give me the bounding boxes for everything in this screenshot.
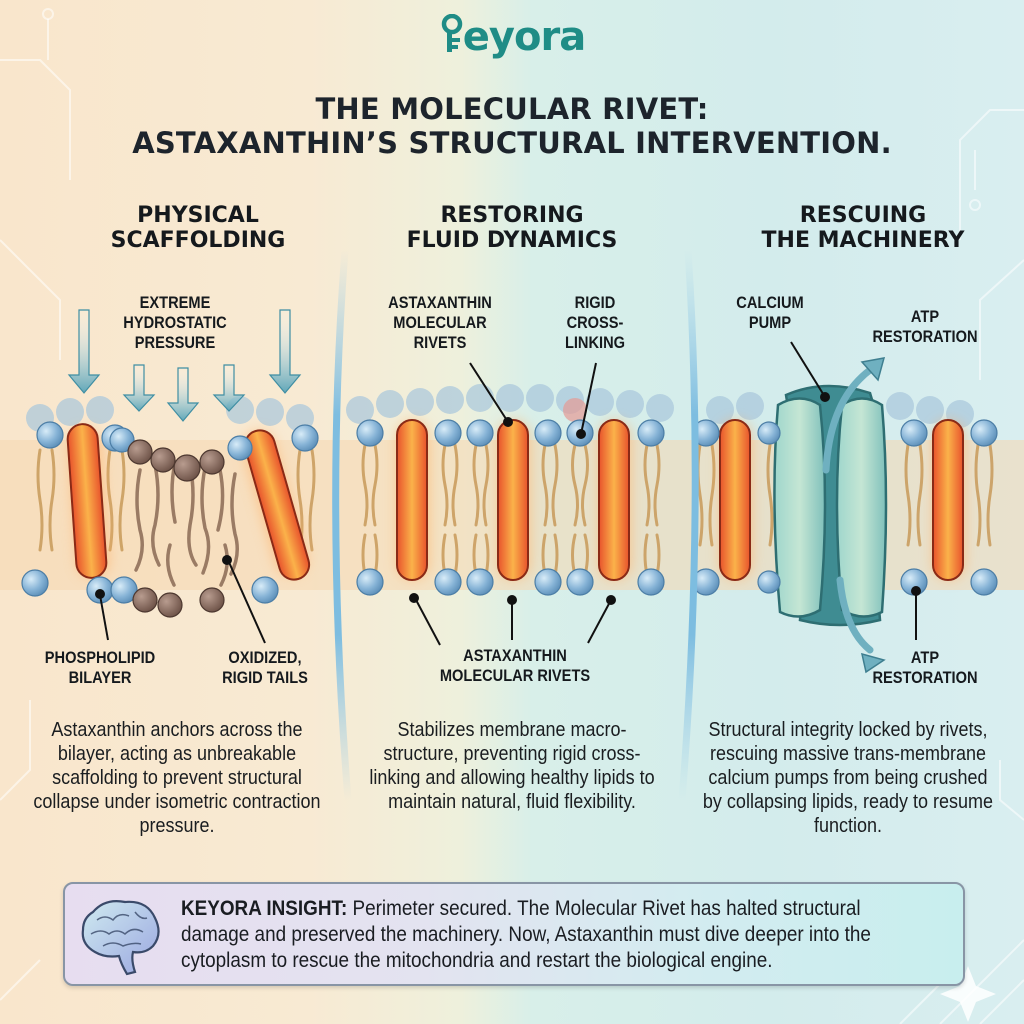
insight-box: KEYORA INSIGHT: Perimeter secured. The M…: [63, 882, 965, 986]
leader-lines: [95, 341, 921, 646]
divider-right: [678, 249, 699, 801]
oxidized-heads: [127, 439, 225, 618]
label-rigid-cross-linking: RIGID CROSS- LINKING: [564, 293, 626, 352]
cross-link-spot: [563, 398, 587, 422]
brain-icon: [81, 900, 160, 976]
divider-left: [332, 249, 352, 801]
insight-body: Perimeter secured. The Molecular Rivet h…: [181, 897, 871, 972]
label-molecular-rivets-top: ASTAXANTHIN MOLECULAR RIVETS: [388, 293, 492, 352]
insight-label: KEYORA INSIGHT:: [181, 897, 348, 920]
description-scaffolding: Astaxanthin anchors across the bilayer, …: [33, 719, 321, 837]
pressure-arrows: [67, 309, 302, 422]
brand-logo: eyora: [0, 13, 1024, 60]
label-molecular-rivets-bottom: ASTAXANTHIN MOLECULAR RIVETS: [439, 646, 591, 685]
label-hydrostatic-pressure: EXTREME HYDROSTATIC PRESSURE: [123, 293, 227, 352]
brand-name: eyora: [462, 14, 586, 60]
key-icon: [439, 13, 465, 54]
label-phospholipid-bilayer: PHOSPHOLIPID BILAYER: [44, 648, 156, 687]
phospholipid-heads: [21, 419, 998, 604]
description-machinery: Structural integrity locked by rivets, r…: [702, 719, 994, 837]
atp-flow-arrows: [822, 366, 874, 654]
insight-text: KEYORA INSIGHT: Perimeter secured. The M…: [181, 896, 901, 974]
astaxanthin-rivets: [66, 419, 964, 581]
column-heading-fluid-dynamics: RESTORING FLUID DYNAMICS: [406, 203, 618, 253]
label-oxidized-tails: OXIDIZED, RIGID TAILS: [222, 648, 308, 687]
page-title: THE MOLECULAR RIVET: ASTAXANTHIN’S STRUC…: [132, 92, 892, 160]
label-calcium-pump: CALCIUM PUMP: [736, 293, 804, 332]
calcium-pump: [773, 384, 888, 627]
label-atp-restoration-bottom: ATP RESTORATION: [872, 648, 978, 687]
label-atp-restoration-top: ATP RESTORATION: [872, 307, 978, 346]
description-fluid-dynamics: Stabilizes membrane macro-structure, pre…: [369, 719, 655, 813]
column-heading-scaffolding: PHYSICAL SCAFFOLDING: [110, 203, 286, 253]
column-heading-machinery: RESCUING THE MACHINERY: [761, 203, 965, 253]
